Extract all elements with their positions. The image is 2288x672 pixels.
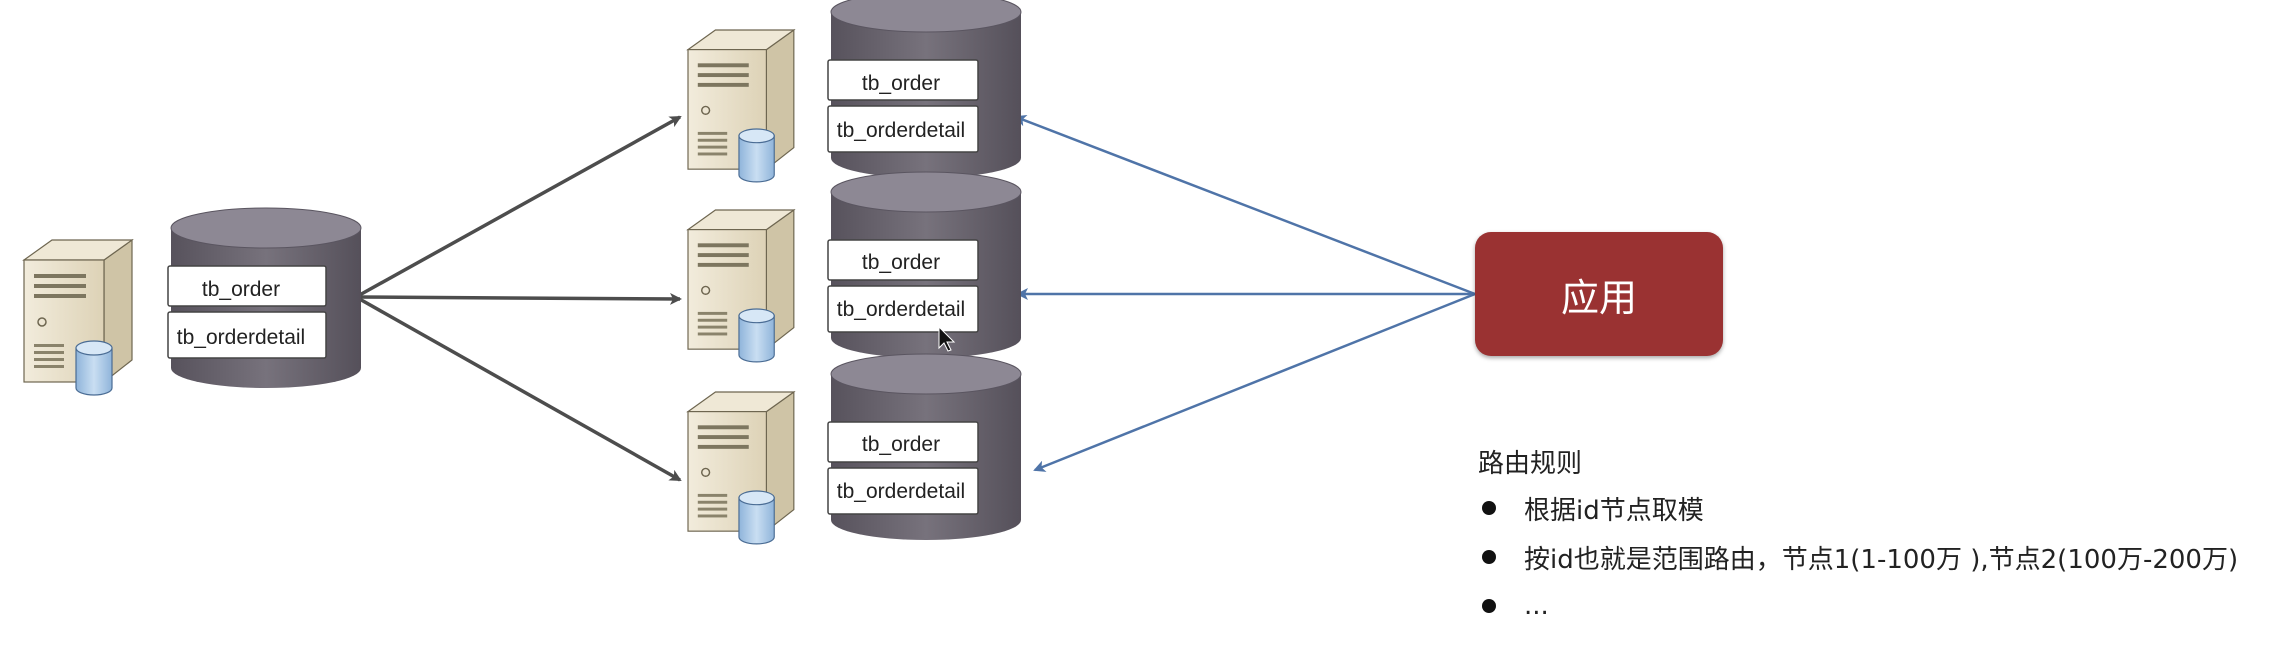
routing-rule-text: 根据id节点取模 — [1524, 495, 1704, 526]
app-arrow-to-shard-1 — [1014, 114, 1476, 296]
shard-1-table-order-label: tb_order — [861, 72, 941, 95]
source-table-order-box — [167, 265, 327, 307]
shard-3-table-orderdetail-box — [827, 467, 979, 515]
shard-3-table-order-label: tb_order — [861, 433, 941, 456]
shard-3-server-icon — [686, 390, 796, 545]
routing-rule-text: 按id也就是范围路由，节点1(1-100万 ),节点2(100万-200万) — [1524, 544, 2239, 575]
app-arrow-to-shard-3 — [1033, 292, 1476, 472]
source-table-orderdetail-box — [167, 311, 327, 359]
bullet-icon — [1482, 550, 1496, 564]
shard-1-server-icon — [686, 28, 796, 183]
application-box: 应用 — [1475, 232, 1723, 356]
mini-database-icon — [738, 308, 775, 363]
mouse-cursor-icon — [938, 325, 956, 352]
source-table-order-label: tb_order — [201, 278, 281, 301]
source-table-orderdetail-label: tb_orderdetail — [176, 326, 306, 349]
shard-3-table-order-box — [827, 421, 979, 463]
shard-1-table-orderdetail-box — [827, 105, 979, 153]
routing-rule-item: ... — [1478, 582, 2278, 630]
application-label: 应用 — [1560, 275, 1637, 320]
shard-2-table-order-box — [827, 239, 979, 281]
routing-rules: 路由规则 根据id节点取模 按id也就是范围路由，节点1(1-100万 ),节点… — [1478, 445, 2278, 630]
bullet-icon — [1482, 599, 1496, 613]
shard-2-server-icon — [686, 208, 796, 363]
database-nodes — [22, 0, 1022, 545]
routing-rule-item: 根据id节点取模 — [1478, 484, 2278, 532]
arrow-to-shard-3 — [355, 295, 682, 482]
shard-2-table-orderdetail-box — [827, 285, 979, 333]
routing-rules-title: 路由规则 — [1478, 449, 1583, 479]
bullet-icon — [1482, 501, 1496, 515]
distribution-arrows — [355, 115, 682, 482]
mini-database-icon — [738, 490, 775, 545]
arrow-to-shard-2 — [355, 292, 682, 305]
arrow-to-shard-1 — [355, 115, 682, 299]
routing-rule-item: 按id也就是范围路由，节点1(1-100万 ),节点2(100万-200万) — [1478, 533, 2278, 581]
shard-3-table-orderdetail-label: tb_orderdetail — [836, 480, 966, 503]
routing-arrows — [1014, 114, 1476, 472]
shard-1-table-orderdetail-label: tb_orderdetail — [836, 119, 966, 142]
mini-database-icon — [75, 340, 113, 396]
shard-2-table-order-label: tb_order — [861, 251, 941, 274]
mini-database-icon — [738, 128, 775, 183]
shard-1-table-order-box — [827, 59, 979, 101]
routing-rule-text: ... — [1524, 591, 1549, 621]
source-server-icon — [22, 238, 134, 396]
shard-2-table-orderdetail-label: tb_orderdetail — [836, 298, 966, 321]
